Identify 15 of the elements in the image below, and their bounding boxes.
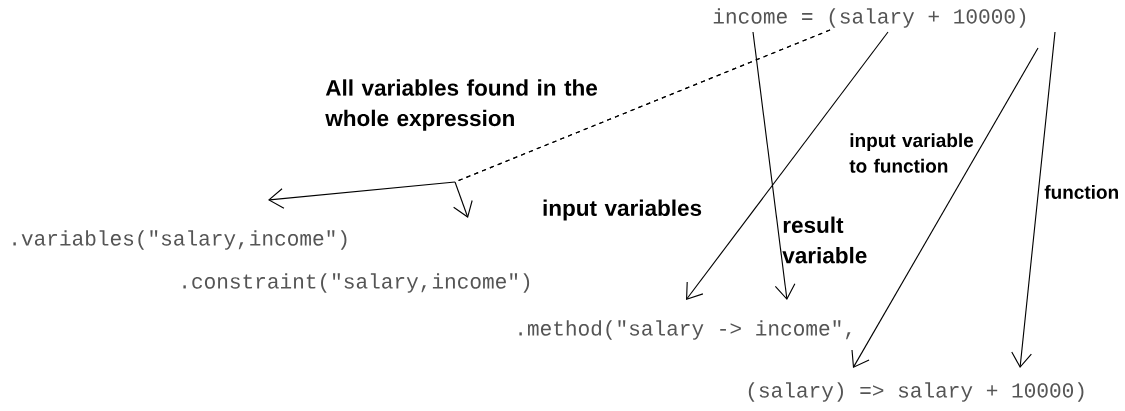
arrow: [752, 31, 796, 300]
code-line: .constraint("salary,income"): [183, 273, 530, 293]
edge-label: result variable: [782, 216, 867, 264]
code-line: income = (salary + 10000): [713, 8, 1026, 28]
edge-label: All variables found in the whole expression: [325, 79, 598, 131]
code-line: .variables("salary,income"): [13, 230, 347, 250]
edge-label: function: [1044, 185, 1118, 199]
arrow: [453, 29, 831, 218]
edge-label: input variable to function: [849, 133, 974, 173]
edge-label: input variables: [543, 199, 702, 221]
code-line: (salary) => salary + 10000): [748, 382, 1084, 402]
arrow: [686, 31, 889, 300]
arrow: [1011, 31, 1056, 368]
code-line: .method("salary -> income",: [519, 320, 851, 340]
arrow: [851, 47, 1039, 368]
